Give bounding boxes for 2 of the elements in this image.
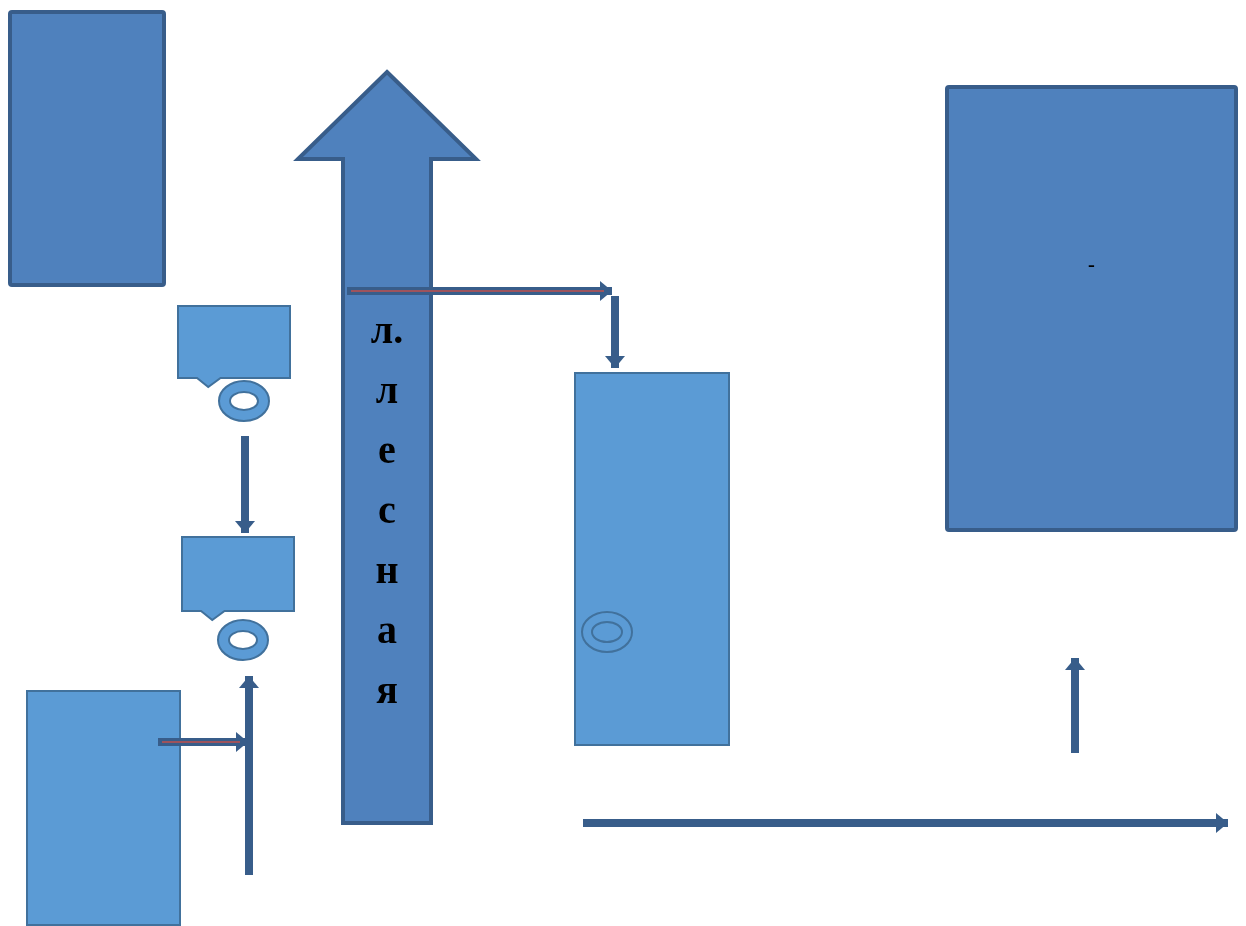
street-name: л. лесная (369, 306, 405, 714)
box-label: - (1086, 252, 1097, 278)
